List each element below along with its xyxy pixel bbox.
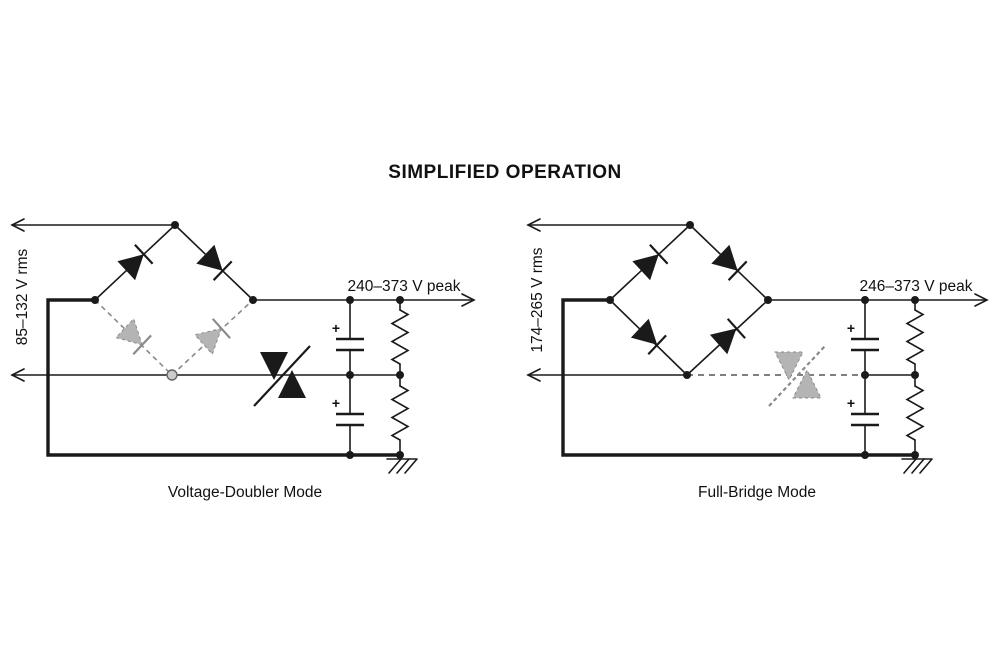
diode-lower-left-cathode-bar xyxy=(647,334,667,355)
ground-symbol xyxy=(901,454,933,474)
junction-dot xyxy=(606,296,614,304)
ground-hatch-1 xyxy=(903,458,917,474)
junction-dot xyxy=(861,371,869,379)
cap-bottom-polarity: + xyxy=(847,395,855,411)
junction-dot xyxy=(911,296,919,304)
junction-dot xyxy=(396,371,404,379)
triac-gate-bar xyxy=(253,345,311,407)
triac-lower-triangle-icon xyxy=(792,368,822,399)
output-voltage-label: 240–373 V peak xyxy=(348,278,461,295)
output-voltage-label: 246–373 V peak xyxy=(860,278,973,295)
triac-lower-triangle-icon xyxy=(278,370,306,398)
diode-upper-left-icon xyxy=(117,254,144,281)
junction-dot xyxy=(346,451,354,459)
page-title: SIMPLIFIED OPERATION xyxy=(388,162,621,183)
input-voltage-label: 85–132 V rms xyxy=(14,249,31,346)
resistor-divider xyxy=(390,299,410,456)
diode-upper-right-cathode-bar xyxy=(212,260,233,281)
junction-dot xyxy=(396,296,404,304)
junction-dot xyxy=(171,221,179,229)
resistor-bottom-icon xyxy=(390,385,410,441)
bridge-bottom-open-node xyxy=(166,369,178,381)
cap-top-polarity: + xyxy=(847,320,855,336)
triac-symbol-inactive xyxy=(768,345,826,407)
output-arrow-icon xyxy=(461,293,476,307)
junction-dot xyxy=(91,296,99,304)
junction-dot xyxy=(911,371,919,379)
voltage-doubler-circuit: + + 85–132 V rms xyxy=(10,218,476,501)
full-bridge-circuit: + + 174–265 V rms xyxy=(526,218,989,501)
junction-dot xyxy=(911,451,919,459)
junction-dot xyxy=(683,371,691,379)
ground-hatch-1 xyxy=(388,458,402,474)
ground-hatch-3 xyxy=(404,458,418,474)
input-voltage-label: 174–265 V rms xyxy=(529,247,546,352)
diode-lower-right-cathode-bar xyxy=(726,318,746,339)
triac-symbol-active xyxy=(253,345,311,407)
diode-upper-left-cathode-bar xyxy=(134,244,154,265)
junction-dot xyxy=(861,451,869,459)
junction-dot xyxy=(346,371,354,379)
resistor-bottom-icon xyxy=(905,385,925,441)
ground-hatch-2 xyxy=(396,458,410,474)
cap-top-polarity: + xyxy=(332,320,340,336)
junction-dot xyxy=(396,451,404,459)
ground-hatch-3 xyxy=(919,458,933,474)
ground-symbol xyxy=(386,454,418,474)
junction-dot xyxy=(249,296,257,304)
capacitor-stack: + + xyxy=(332,299,364,456)
junction-dot xyxy=(686,221,694,229)
wire-negative-rail xyxy=(561,298,917,457)
diode-lower-right-icon xyxy=(709,328,737,355)
output-arrow-icon xyxy=(974,293,989,307)
diode-lower-right-cathode-bar xyxy=(211,318,231,339)
ground-hatch-2 xyxy=(911,458,925,474)
capacitor-stack: + + xyxy=(847,299,879,456)
mode-label: Voltage-Doubler Mode xyxy=(168,484,322,501)
diode-upper-right-icon xyxy=(196,244,223,271)
diode-lower-left-icon xyxy=(630,318,658,345)
diode-upper-left-cathode-bar xyxy=(649,244,669,265)
diode-upper-left-icon xyxy=(632,254,659,281)
diode-lower-left-inactive-icon xyxy=(114,317,143,346)
cap-bottom-polarity: + xyxy=(332,395,340,411)
junction-dot xyxy=(346,296,354,304)
triac-upper-triangle-icon xyxy=(774,351,804,382)
mode-label: Full-Bridge Mode xyxy=(698,484,816,501)
diode-lower-right-inactive-icon xyxy=(193,327,223,356)
diode-upper-right-cathode-bar xyxy=(727,260,748,281)
junction-dot xyxy=(861,296,869,304)
diode-lower-left-cathode-bar xyxy=(132,334,152,355)
diode-upper-right-icon xyxy=(711,244,738,271)
wire-negative-rail xyxy=(46,298,402,457)
resistor-top-icon xyxy=(905,309,925,365)
triac-upper-triangle-icon xyxy=(260,352,288,380)
resistor-top-icon xyxy=(390,309,410,365)
junction-dot xyxy=(764,296,772,304)
